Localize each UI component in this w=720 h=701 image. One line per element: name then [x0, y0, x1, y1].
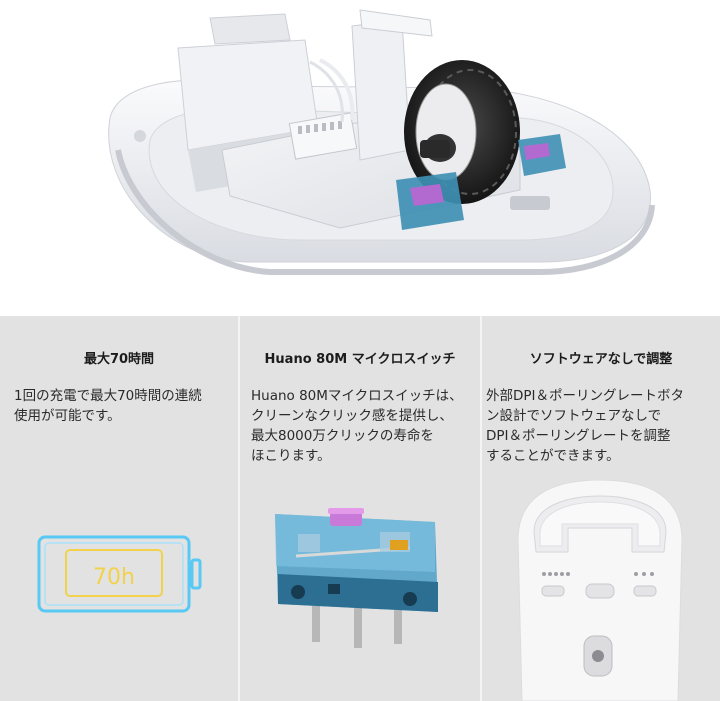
panel-divider	[480, 316, 482, 701]
panel-divider	[238, 316, 240, 701]
dpi-panel: ソフトウェアなしで調整 外部DPI＆ポーリングレートボタ ン設計でソフトウェアな…	[482, 316, 720, 701]
panel-description: 外部DPI＆ポーリングレートボタ ン設計でソフトウェアなしで DPI＆ポーリング…	[486, 388, 685, 464]
panel-description: 1回の充電で最大70時間の連続 使用が可能です。	[14, 388, 202, 424]
panel-title: Huano 80M マイクロスイッチ	[264, 352, 456, 367]
panel-title: ソフトウェアなしで調整	[529, 352, 673, 367]
panel-description: Huano 80Mマイクロスイッチは、 クリーンなクリック感を提供し、 最大80…	[251, 388, 463, 464]
panel-title: 最大70時間	[83, 352, 155, 367]
hero-image	[0, 0, 720, 316]
battery-icon: 70h	[36, 534, 206, 614]
mouse-underside-photo	[517, 480, 683, 701]
micro-switch-photo	[275, 508, 438, 648]
switch-panel: Huano 80M マイクロスイッチ Huano 80Mマイクロスイッチは、 ク…	[240, 316, 480, 701]
battery-label: 70h	[93, 565, 135, 590]
feature-panels: 最大70時間 1回の充電で最大70時間の連続 使用が可能です。 70h Huan…	[0, 316, 720, 701]
battery-panel: 最大70時間 1回の充電で最大70時間の連続 使用が可能です。 70h	[0, 316, 238, 701]
mouse-internals-illustration	[108, 9, 655, 275]
